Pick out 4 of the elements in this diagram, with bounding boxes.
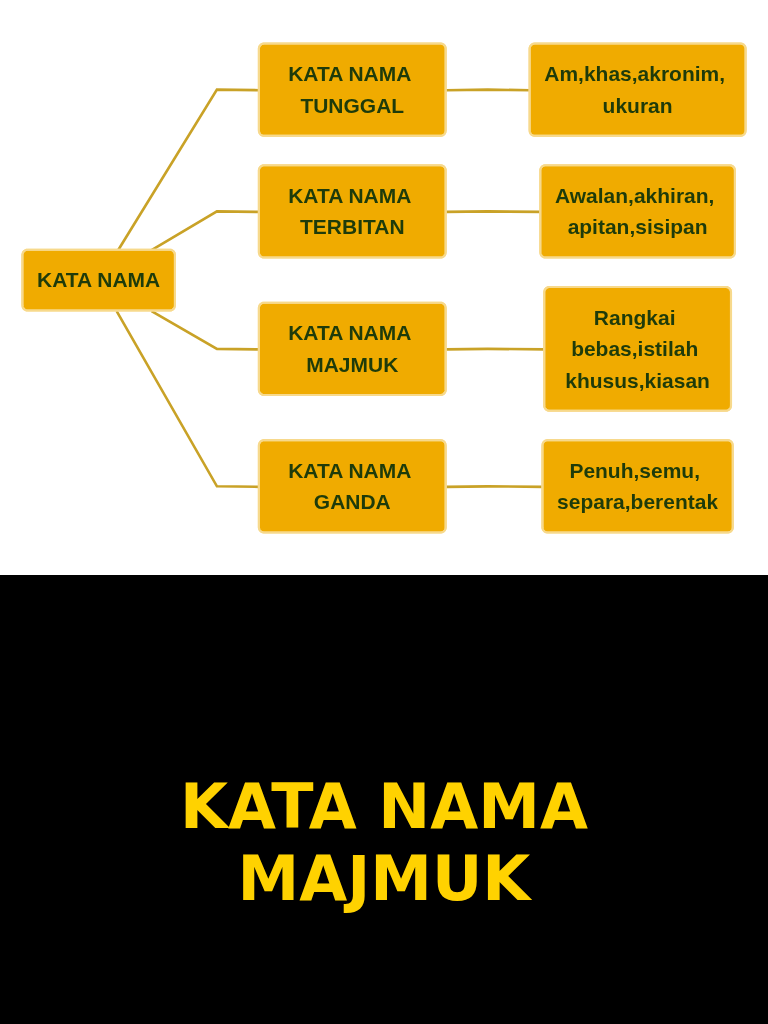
heading-text: KATA NAMA MAJMUK (179, 771, 589, 914)
connector (446, 209, 541, 213)
connector (446, 347, 545, 351)
connector (446, 484, 543, 488)
